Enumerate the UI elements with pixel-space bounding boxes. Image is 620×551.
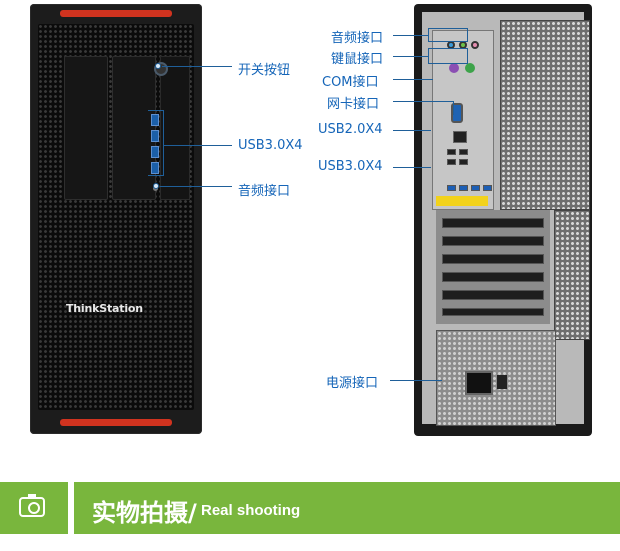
callout-line <box>164 145 232 146</box>
expansion-slot <box>442 236 544 246</box>
section-banner: 实物拍摄/ Real shooting <box>0 482 620 534</box>
callout-bracket <box>148 110 164 176</box>
warning-sticker <box>436 196 488 206</box>
banner-title-cn: 实物拍摄/ <box>92 499 197 527</box>
rear-io-shield <box>432 30 494 210</box>
lan-port <box>453 131 467 143</box>
front-usb-port <box>151 146 159 158</box>
usb3-port <box>447 185 456 191</box>
callout-line <box>393 101 453 102</box>
expansion-slots <box>436 210 550 324</box>
audio-jack <box>471 41 479 49</box>
usb2-port <box>459 159 468 165</box>
power-switch <box>497 375 507 389</box>
callout-bracket <box>428 48 468 64</box>
rear-panel <box>422 12 590 426</box>
callout-line <box>390 380 442 381</box>
label-com-port: COM接口 <box>322 75 379 90</box>
ps2-port <box>449 63 459 73</box>
rear-tower <box>414 4 592 436</box>
front-usb-port <box>151 130 159 142</box>
expansion-slot <box>442 290 544 300</box>
top-handle <box>60 10 172 17</box>
front-io-panel <box>160 56 190 200</box>
power-supply <box>436 330 556 426</box>
usb3-port <box>459 185 468 191</box>
callout-marker <box>155 63 161 69</box>
rear-fan-grille <box>500 20 590 210</box>
usb3-port <box>471 185 480 191</box>
callout-line <box>393 167 431 168</box>
drive-bay <box>112 56 156 200</box>
callout-line <box>393 35 428 36</box>
front-usb-port <box>151 162 159 174</box>
side-vent-grille <box>554 210 590 340</box>
usb2-port <box>447 159 456 165</box>
camera-icon <box>19 494 45 517</box>
expansion-slot <box>442 308 544 316</box>
usb3-port <box>483 185 492 191</box>
brand-logo: ThinkStation <box>66 302 143 315</box>
callout-marker <box>153 183 159 189</box>
front-usb-port <box>151 114 159 126</box>
callout-line <box>162 66 232 67</box>
label-usb3: USB3.0X4 <box>318 159 383 174</box>
front-tower: ThinkStation <box>30 4 202 434</box>
banner-icon-box <box>0 482 68 534</box>
callout-line <box>393 130 431 131</box>
expansion-slot <box>442 272 544 282</box>
usb2-port <box>459 149 468 155</box>
callout-line <box>453 101 454 115</box>
label-power-socket: 电源接口 <box>326 376 379 391</box>
label-ps2-port: 键鼠接口 <box>331 52 384 67</box>
usb2-port <box>447 149 456 155</box>
banner-divider <box>68 482 74 534</box>
expansion-slot <box>442 254 544 264</box>
power-socket <box>465 371 493 395</box>
label-audio-port: 音频接口 <box>331 31 384 46</box>
bottom-handle <box>60 419 172 426</box>
label-usb2: USB2.0X4 <box>318 122 383 137</box>
label-front-audio: 音频接口 <box>238 184 291 199</box>
com-port <box>451 103 463 123</box>
callout-line <box>393 79 433 80</box>
banner-title-en: Real shooting <box>201 502 301 519</box>
label-network-port: 网卡接口 <box>327 97 380 112</box>
callout-line <box>393 56 428 57</box>
callout-line <box>160 186 232 187</box>
label-power-button: 开关按钮 <box>238 63 291 78</box>
ps2-port <box>465 63 475 73</box>
drive-bay <box>64 56 108 200</box>
label-front-usb: USB3.0X4 <box>238 138 303 153</box>
product-photo: ThinkStation 开关按钮 USB3.0X4 音频接口 <box>30 4 592 436</box>
expansion-slot <box>442 218 544 228</box>
callout-bracket <box>428 28 468 42</box>
